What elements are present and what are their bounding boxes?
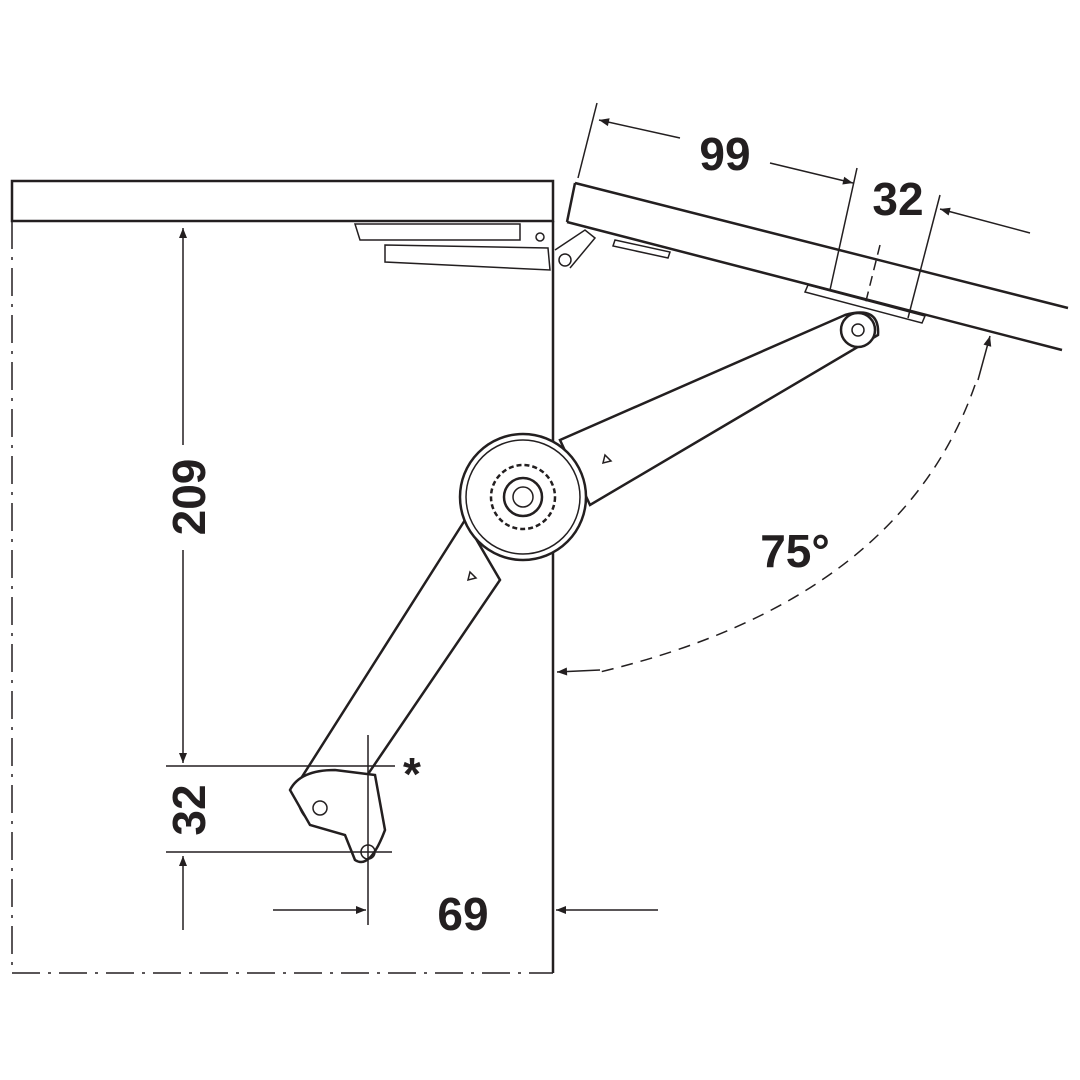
ext-line-99-left bbox=[577, 102, 598, 179]
lid-clip bbox=[612, 239, 671, 259]
dim-lid-offset-label: 99 bbox=[699, 128, 750, 180]
stay-arm bbox=[288, 311, 880, 864]
dim-side-distance-label: 69 bbox=[437, 888, 488, 940]
angle-arrow-bottom bbox=[556, 667, 601, 676]
dim-32-top-arrow bbox=[939, 207, 1031, 234]
center-line bbox=[864, 244, 881, 306]
opening-angle-label: 75° bbox=[760, 525, 830, 577]
dim-base-spacing-label: 32 bbox=[163, 784, 215, 835]
lid-mount-plate bbox=[803, 284, 927, 324]
dim-99-arrow-left bbox=[598, 118, 681, 139]
dim-lid-spacing-label: 32 bbox=[872, 173, 923, 225]
angle-arc bbox=[599, 384, 976, 673]
cabinet-top-panel bbox=[10, 179, 555, 223]
dim-height-label: 209 bbox=[163, 459, 215, 536]
angle-arrow-top bbox=[977, 335, 992, 381]
open-lid-panel bbox=[565, 181, 1069, 352]
ext-line-32-right bbox=[907, 194, 941, 319]
closed-lid-bracket bbox=[353, 223, 597, 271]
note-asterisk: * bbox=[403, 748, 421, 800]
dim-99-arrow-right bbox=[769, 162, 854, 185]
ext-line-99-right bbox=[829, 167, 858, 291]
